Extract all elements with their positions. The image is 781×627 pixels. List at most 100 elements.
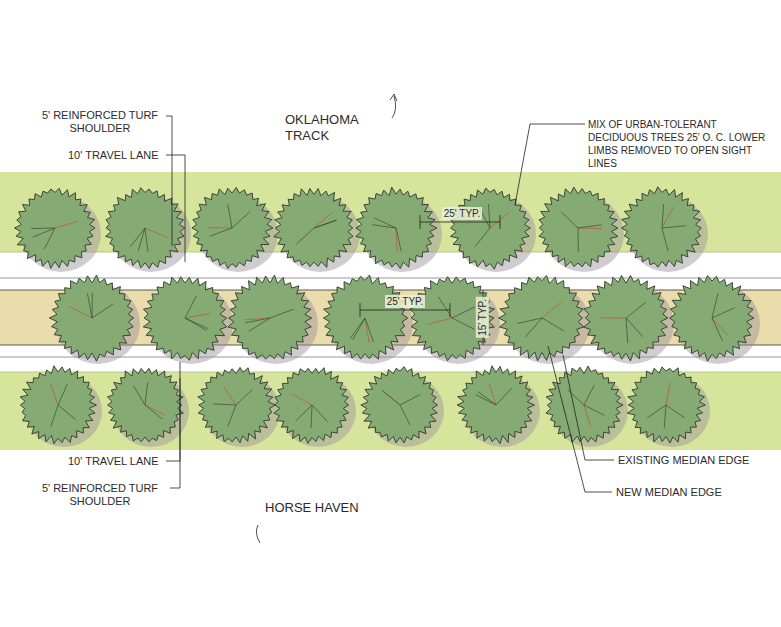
tree-branch xyxy=(236,389,253,405)
tree-branch xyxy=(311,405,313,428)
tree-branch xyxy=(626,302,646,318)
tree-canopy xyxy=(274,368,349,444)
tree-branch xyxy=(478,391,496,405)
tree-branch xyxy=(438,297,452,318)
tree-branch xyxy=(496,388,512,405)
tree-branch xyxy=(185,318,208,329)
tree-branch xyxy=(584,385,595,405)
tree-canopy xyxy=(457,366,534,444)
tree-branch xyxy=(228,204,232,228)
leader-line xyxy=(563,355,614,460)
tree-branch xyxy=(365,318,373,342)
tree-branch xyxy=(133,385,145,405)
tree-canopy xyxy=(49,275,133,361)
tree-canopy xyxy=(546,366,623,442)
tree-branch xyxy=(58,384,67,405)
tree-branch xyxy=(138,228,145,251)
tree-branch xyxy=(145,382,148,405)
tree-branch xyxy=(185,318,207,331)
tree-canopy xyxy=(621,187,701,267)
tree-canopy xyxy=(323,275,407,359)
dimension-tick xyxy=(360,303,361,317)
tree-branch xyxy=(87,293,92,318)
tree-branch xyxy=(208,227,232,228)
plan-label: 10' TRAVEL LANE xyxy=(68,149,166,162)
plan-label: 5' REINFORCED TURF SHOULDER xyxy=(34,482,166,508)
tree-branch xyxy=(70,307,92,319)
tree-canopy xyxy=(584,275,668,361)
tree-canopy xyxy=(539,187,618,267)
dimension-tick xyxy=(450,303,451,317)
plan-label: HORSE HAVEN xyxy=(265,500,385,516)
tree-branch xyxy=(664,405,666,428)
tree-branch xyxy=(314,220,337,228)
tree-branch xyxy=(33,228,55,237)
tree-branch xyxy=(292,394,312,405)
dimension-lines xyxy=(360,215,500,345)
tree-branch xyxy=(31,228,55,230)
tree-branch xyxy=(626,318,643,337)
tree-branch xyxy=(542,302,561,318)
tree-branch xyxy=(374,218,396,228)
leader-line xyxy=(166,116,172,246)
tree-branch xyxy=(712,308,735,318)
tree-branch xyxy=(396,228,401,251)
plan-label: 10' TRAVEL LANE xyxy=(68,455,166,468)
tree-branch xyxy=(712,294,718,319)
ground-bands xyxy=(0,172,781,450)
tree-branch xyxy=(666,383,670,406)
tree-canopy xyxy=(274,189,353,268)
tree-branch xyxy=(51,383,58,405)
tree-branch xyxy=(145,228,167,237)
tree-branch xyxy=(58,405,76,420)
tree-branch xyxy=(561,211,578,228)
tree-canopy xyxy=(106,188,185,269)
tree-branch xyxy=(245,318,270,323)
dimension-line xyxy=(360,310,450,311)
tree-branch xyxy=(428,318,452,324)
tree-branch xyxy=(44,228,55,249)
tree-canopy xyxy=(15,188,96,268)
dimension-line xyxy=(420,222,500,223)
tree-canopy xyxy=(198,367,276,442)
tree-branch xyxy=(584,405,591,427)
tree-canopy xyxy=(108,368,184,442)
existing-median-edge-line xyxy=(0,278,781,279)
tree-canopy xyxy=(670,276,754,362)
tree-branch xyxy=(626,318,628,343)
dimension-label: 25' TYP. xyxy=(442,207,483,220)
tree-branch xyxy=(145,405,163,419)
tree-canopy xyxy=(143,277,227,361)
tree-branch xyxy=(314,212,332,228)
tree-branch xyxy=(296,228,314,244)
tree-branch xyxy=(400,405,410,425)
leader-lines xyxy=(166,94,614,543)
tree-canopy xyxy=(20,366,96,444)
leader-line xyxy=(166,362,180,461)
north-arrow xyxy=(392,96,396,118)
leader-line xyxy=(170,378,180,488)
tree-branch xyxy=(51,405,58,427)
tree-branch xyxy=(662,204,664,228)
tree-branch xyxy=(662,207,673,228)
tree-branch xyxy=(353,318,365,340)
tree-canopy xyxy=(228,275,312,359)
tree-branch xyxy=(452,318,475,329)
leader-line xyxy=(548,346,612,492)
tree-group xyxy=(15,187,761,447)
tree-branch xyxy=(712,318,729,337)
leader-line xyxy=(166,155,185,262)
tree-branch xyxy=(130,228,145,247)
tree-branch xyxy=(525,318,542,337)
tree-branch xyxy=(92,293,93,318)
tree-branch xyxy=(213,404,236,405)
tree-branch xyxy=(223,386,236,405)
tree-branch xyxy=(476,395,496,405)
tree-canopy xyxy=(499,276,584,361)
north-arrow-head xyxy=(390,94,397,101)
tree-canopy xyxy=(410,277,495,361)
tree-branch xyxy=(232,212,250,228)
tree-branch xyxy=(712,318,723,341)
